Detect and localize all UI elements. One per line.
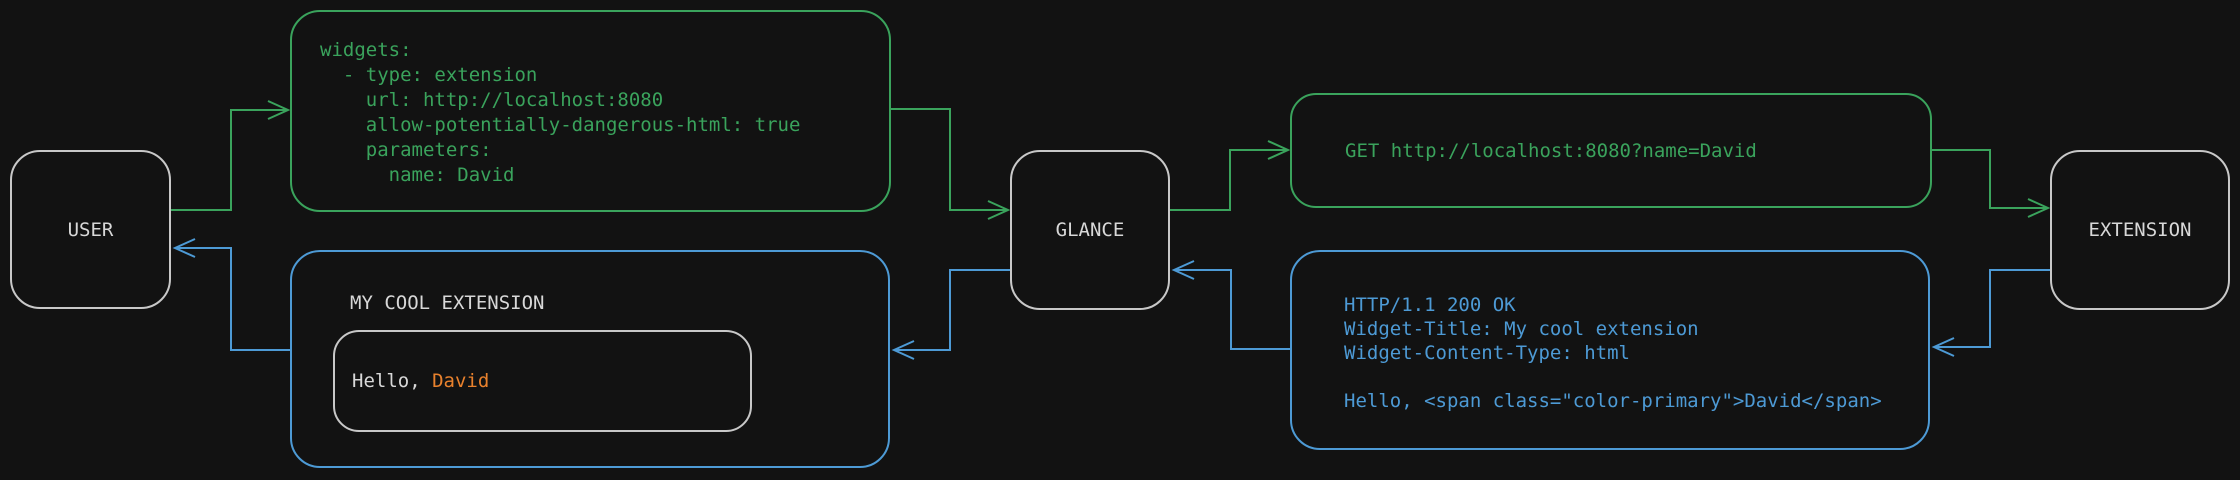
greeting-text: Hello, xyxy=(352,370,433,392)
node-extension-label: EXTENSION xyxy=(2088,219,2192,241)
response-box: HTTP/1.1 200 OK Widget-Title: My cool ex… xyxy=(1290,250,1930,450)
request-box: GET http://localhost:8080?name=David xyxy=(1290,93,1932,208)
config-line: parameters: xyxy=(320,139,492,161)
response-line: Widget-Title: My cool extension xyxy=(1344,318,1699,340)
request-text: GET http://localhost:8080?name=David xyxy=(1345,139,1757,162)
arrow-config-to-glance xyxy=(891,108,1011,220)
config-line: name: David xyxy=(320,164,515,186)
node-extension: EXTENSION xyxy=(2050,150,2230,310)
config-line: allow-potentially-dangerous-html: true xyxy=(320,114,801,136)
config-line: - type: extension xyxy=(320,64,538,86)
arrow-widget-to-user xyxy=(172,238,290,351)
widget-box: MY COOL EXTENSION Hello, David xyxy=(290,250,890,468)
widget-title: MY COOL EXTENSION xyxy=(350,292,545,314)
node-user: USER xyxy=(10,150,171,309)
response-line: HTTP/1.1 200 OK xyxy=(1344,294,1516,316)
widget-inner-box: Hello, David xyxy=(333,330,752,432)
arrow-extension-to-response xyxy=(1931,269,2050,357)
arrow-response-to-glance xyxy=(1171,260,1290,350)
node-user-label: USER xyxy=(67,218,114,241)
response-line xyxy=(1344,365,1928,389)
config-line: widgets: xyxy=(320,39,412,61)
arrow-request-to-extension xyxy=(1932,149,2051,218)
arrow-user-to-config xyxy=(171,100,291,211)
node-glance-label: GLANCE xyxy=(1055,219,1125,241)
arrow-glance-to-widget xyxy=(891,269,1010,360)
response-line: Hello, <span class="color-primary">David… xyxy=(1344,390,1882,412)
node-glance: GLANCE xyxy=(1010,150,1170,310)
greeting-name: David xyxy=(432,370,490,392)
config-box: widgets: - type: extension url: http://l… xyxy=(290,10,891,212)
config-line: url: http://localhost:8080 xyxy=(320,89,664,111)
response-line: Widget-Content-Type: html xyxy=(1344,342,1630,364)
arrow-glance-to-request xyxy=(1170,140,1291,211)
